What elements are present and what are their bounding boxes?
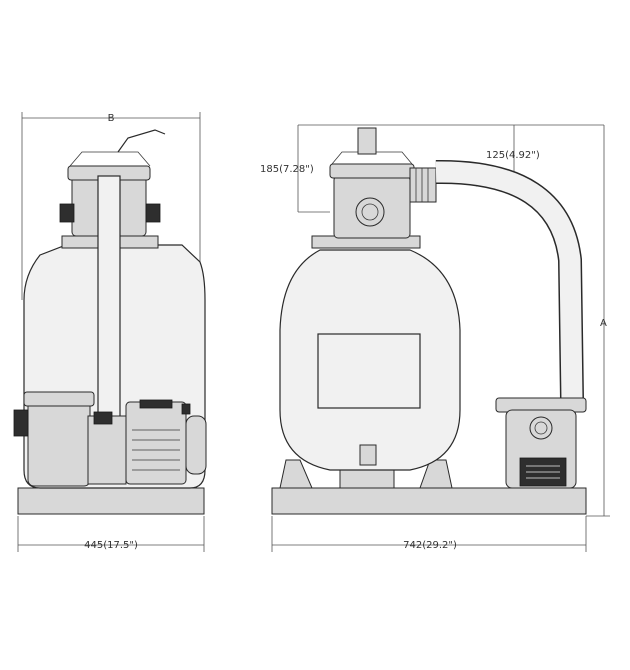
- front-view: 185(7.28") 125(4.92") A: [260, 124, 610, 552]
- front-base: [271, 487, 587, 515]
- side-valve-handle: [117, 129, 166, 153]
- side-motor: [125, 401, 187, 485]
- side-port-right: [145, 203, 161, 223]
- side-pump-inlet: [13, 409, 29, 437]
- front-outlet-thread: [415, 168, 429, 202]
- side-motor-cap: [185, 415, 207, 475]
- front-valve-cap: [329, 163, 415, 179]
- front-tank-label-plate: [317, 333, 421, 409]
- front-leg-left: [279, 459, 313, 489]
- front-leg-right: [419, 459, 453, 489]
- front-valve-port-inner: [361, 203, 379, 221]
- front-valve-handle: [357, 127, 377, 155]
- dim-a-label: A: [600, 318, 607, 329]
- side-motor-box: [139, 399, 173, 409]
- front-valve-outlet: [409, 167, 437, 203]
- dim-445-label: 445(17.5"): [84, 540, 138, 551]
- side-pump-lid: [23, 391, 95, 407]
- side-motor-fins: [132, 429, 180, 471]
- side-pipe: [97, 175, 121, 427]
- side-motor-switch: [181, 403, 191, 415]
- front-drain: [359, 444, 377, 466]
- side-port-left: [59, 203, 75, 223]
- side-view: B: [13, 112, 207, 552]
- front-valve-port: [355, 197, 385, 227]
- dim-b-label: B: [108, 113, 115, 124]
- front-hose: [435, 161, 583, 401]
- side-pump-coupler: [87, 415, 127, 485]
- dim-742-label: 742(29.2"): [403, 540, 457, 551]
- side-base: [17, 487, 205, 515]
- dim-185-label: 185(7.28"): [260, 164, 314, 175]
- side-pump-housing: [27, 399, 91, 487]
- dim-125-label: 125(4.92"): [486, 150, 540, 161]
- front-pump-port-inner: [534, 421, 548, 435]
- side-pump-nut: [93, 411, 113, 425]
- front-pump-port: [529, 416, 553, 440]
- front-pump-vents: [526, 465, 560, 479]
- side-valve-top: [69, 151, 151, 167]
